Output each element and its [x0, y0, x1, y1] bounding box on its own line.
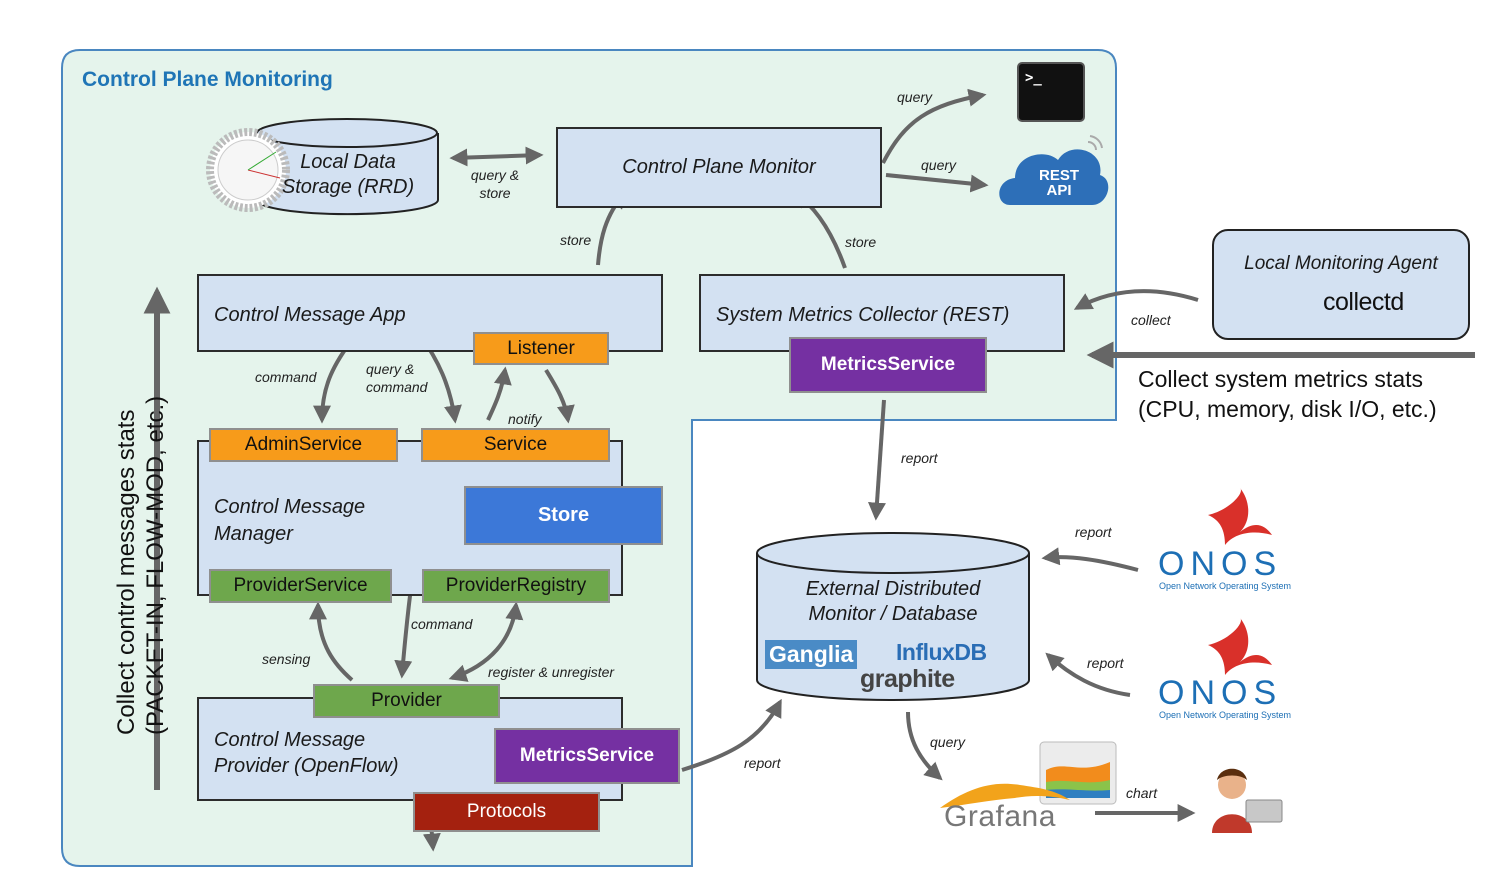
ganglia-logo: Ganglia: [765, 640, 858, 669]
label-store-left: store: [560, 232, 592, 248]
control-messages-note-line1: Collect control messages stats: [113, 409, 140, 735]
edge-db-grafana: [906, 711, 943, 781]
local-monitoring-agent-box: Local Monitoring Agent collectd: [1212, 229, 1470, 340]
system-metrics-note-line1: Collect system metrics stats: [1138, 366, 1423, 392]
admin-service-button[interactable]: AdminService: [209, 428, 398, 462]
edge-monitor-terminal: [881, 88, 987, 164]
influxdb-logo: InfluxDB: [896, 639, 987, 665]
provider-service-button[interactable]: ProviderService: [209, 569, 392, 603]
label-collect: collect: [1131, 312, 1171, 328]
onos-logo-1: ONOS: [1158, 545, 1283, 583]
label-notify: notify: [508, 411, 542, 427]
grafana-lizard-icon: [940, 783, 1070, 808]
onos-logo-2: ONOS: [1158, 674, 1283, 712]
onos-subtitle-1: Open Network Operating System: [1159, 581, 1292, 591]
edge-monitor-rest: [885, 173, 989, 193]
label-report-onos2: report: [1087, 655, 1124, 671]
edge-register: [448, 601, 524, 682]
local-storage-label: Local Data Storage (RRD): [281, 151, 415, 198]
control-message-manager-label: Control Message Manager: [214, 496, 366, 545]
grafana-logo: Grafana: [944, 800, 1056, 833]
metrics-service-bottom-button[interactable]: MetricsService: [494, 728, 680, 784]
onos-bird-icon-2: [1208, 618, 1272, 675]
label-command-left: command: [255, 369, 317, 385]
graphite-logo: graphite: [860, 665, 955, 693]
local-monitoring-agent-label: Local Monitoring Agent: [1244, 253, 1438, 274]
metrics-service-top-button[interactable]: MetricsService: [789, 337, 987, 393]
system-metrics-note-line2: (CPU, memory, disk I/O, etc.): [1138, 396, 1437, 422]
user-icon: [1212, 768, 1283, 833]
label-sensing: sensing: [262, 651, 311, 667]
label-report-bottom: report: [744, 755, 781, 771]
label-report-onos1: report: [1075, 524, 1112, 540]
terminal-icon: [1017, 62, 1085, 122]
label-store-right: store: [845, 234, 877, 250]
control-plane-monitor-box: Control Plane Monitor: [556, 127, 882, 208]
label-query-grafana: query: [930, 734, 966, 750]
system-metrics-collector-label: System Metrics Collector (REST): [716, 304, 1010, 326]
rest-api-label: REST API: [1038, 167, 1079, 199]
edge-notify-down: [544, 368, 575, 424]
rest-api-cloud-icon: [999, 135, 1109, 205]
control-message-app-label: Control Message App: [214, 304, 406, 326]
label-chart: chart: [1126, 785, 1158, 801]
label-query-rest: query: [921, 157, 957, 173]
label-query-terminal: query: [897, 89, 933, 105]
label-report-top: report: [901, 450, 938, 466]
edge-metrics-db: [681, 698, 782, 772]
provider-registry-button[interactable]: ProviderRegistry: [422, 569, 610, 603]
local-storage-cylinder: [256, 118, 439, 216]
edge-agent-smc: [1073, 289, 1199, 310]
listener-button[interactable]: Listener: [473, 332, 609, 365]
label-command-mid: command: [411, 616, 473, 632]
rrd-dial-icon: [206, 128, 290, 212]
edge-onos1-db: [1041, 547, 1139, 572]
frame-title: Control Plane Monitoring: [82, 68, 333, 91]
edge-sensing: [309, 601, 354, 682]
label-register: register & unregister: [488, 664, 615, 680]
protocols-button[interactable]: Protocols: [413, 792, 600, 832]
provider-button[interactable]: Provider: [313, 684, 500, 718]
control-plane-monitor-label: Control Plane Monitor: [622, 156, 816, 178]
label-query-store: query & store: [470, 167, 520, 201]
system-metrics-note: Collect system metrics stats (CPU, memor…: [1138, 364, 1437, 424]
control-message-provider-label: Control Message Provider (OpenFlow): [214, 729, 399, 777]
onos-bird-icon-1: [1208, 488, 1272, 545]
edge-smc-db: [868, 399, 886, 521]
label-query-command: query & command: [366, 361, 428, 395]
edge-onos2-db: [1045, 652, 1131, 697]
store-button[interactable]: Store: [464, 486, 663, 545]
control-messages-note: Collect control messages stats (PACKET-I…: [112, 396, 170, 735]
onos-subtitle-2: Open Network Operating System: [1159, 710, 1292, 720]
edge-notify-up: [486, 366, 512, 421]
collectd-label: collectd: [1323, 288, 1404, 316]
external-db-label: External Distributed Monitor / Database: [805, 578, 981, 625]
control-messages-note-line2: (PACKET-IN, FLOW-MOD, etc.): [142, 395, 169, 735]
terminal-prompt: >_: [1025, 70, 1042, 86]
service-button[interactable]: Service: [421, 428, 610, 462]
edge-storage-monitor: [449, 146, 544, 167]
